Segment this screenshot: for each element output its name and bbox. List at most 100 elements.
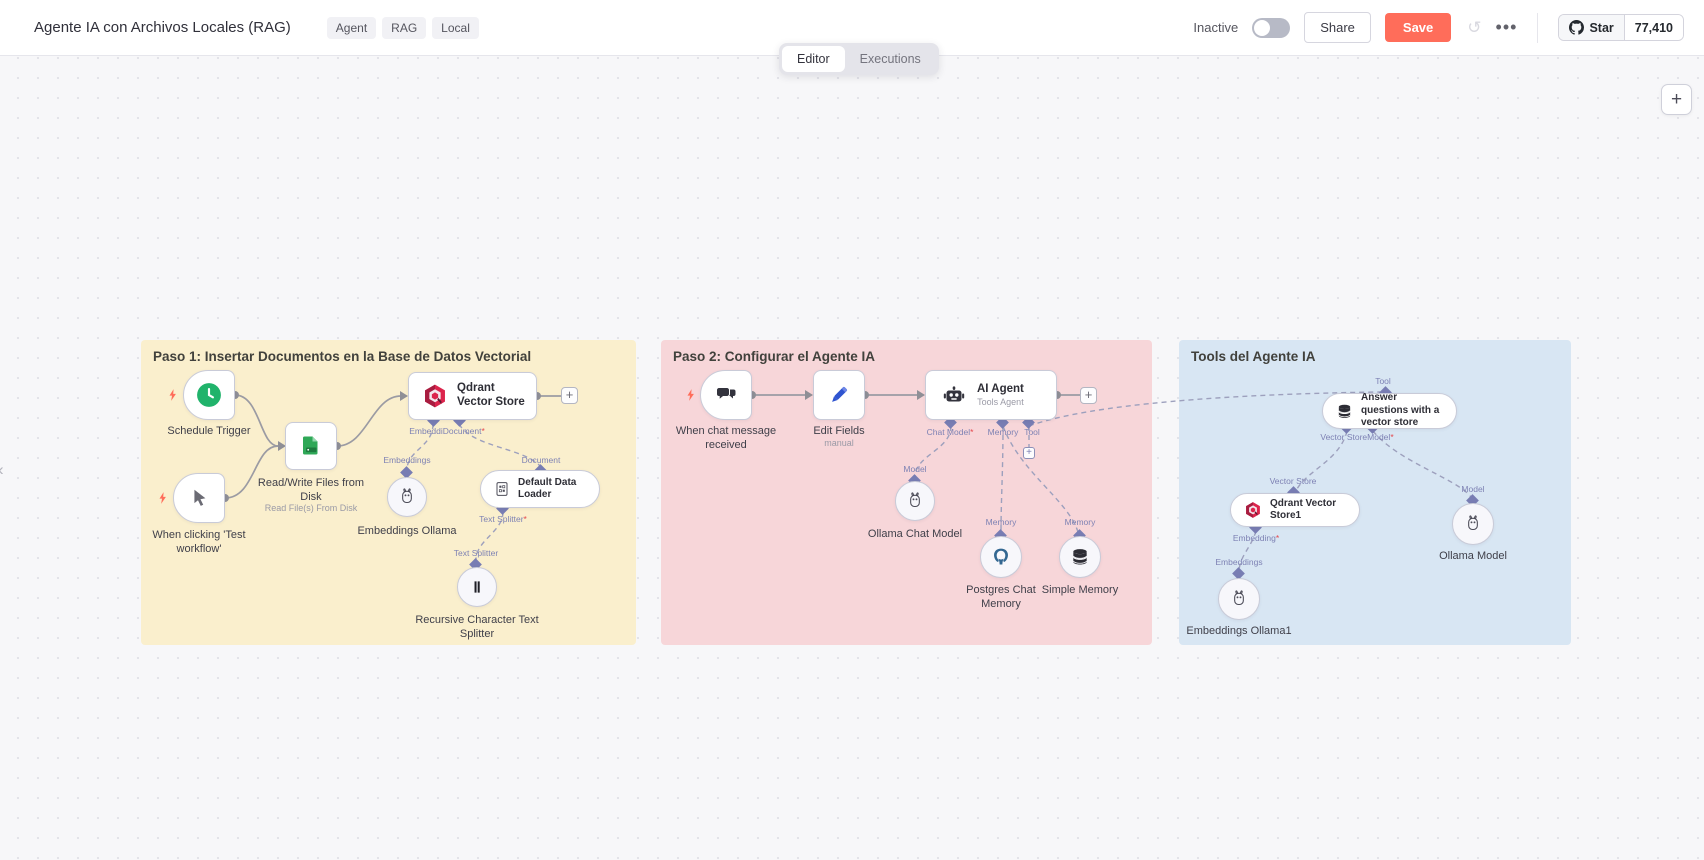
binary-document-icon xyxy=(494,481,510,497)
label-ollama-model: Ollama Model xyxy=(1439,550,1507,562)
label-read-write-files: Read/Write Files from Disk xyxy=(257,477,365,504)
node-ai-agent-subtitle: Tools Agent xyxy=(977,397,1024,408)
label-recursive-splitter: Recursive Character Text Splitter xyxy=(415,614,539,641)
llama-icon xyxy=(1463,514,1483,534)
sublabel-edit-fields: manual xyxy=(824,438,854,448)
node-simple-memory[interactable] xyxy=(1059,536,1101,578)
history-icon[interactable]: ↺ xyxy=(1467,17,1482,37)
label-embeddings-ollama: Embeddings Ollama xyxy=(357,525,457,537)
node-answer-questions-title: Answer questions with a vector store xyxy=(1361,392,1440,429)
trigger-bolt-icon xyxy=(169,389,176,401)
canvas-add-button[interactable]: + xyxy=(1661,84,1692,115)
cursor-icon xyxy=(188,487,210,509)
node-qdrant-vector-store[interactable]: Qdrant Vector Store xyxy=(408,372,537,420)
sticky-paso1-title: Paso 1: Insertar Documentos en la Base d… xyxy=(153,349,532,364)
node-chat-trigger[interactable] xyxy=(700,370,752,420)
port-label-text-splitter-required: Text Splitter* xyxy=(479,514,527,524)
node-embeddings-ollama1[interactable] xyxy=(1218,578,1260,620)
node-manual-trigger[interactable] xyxy=(173,473,225,523)
tag-agent[interactable]: Agent xyxy=(326,16,377,39)
port-label-memory-simple: Memory xyxy=(1064,517,1096,527)
label-embeddings-ollama1: Embeddings Ollama1 xyxy=(1186,625,1292,637)
llama-icon xyxy=(1229,589,1249,609)
port-label-document: Document xyxy=(521,455,561,465)
status-label: Inactive xyxy=(1193,20,1239,35)
qdrant-icon xyxy=(1244,501,1262,519)
sublabel-read-write-files: Read File(s) From Disk xyxy=(264,503,358,513)
view-tabs: Editor Executions xyxy=(779,43,939,75)
add-node-after-agent-button[interactable]: + xyxy=(1080,387,1097,404)
label-schedule-trigger: Schedule Trigger xyxy=(167,425,251,437)
sidebar-collapse-chevron[interactable]: ‹ xyxy=(0,460,4,480)
label-postgres-chat-memory: Postgres Chat Memory xyxy=(966,584,1036,611)
text-splitter-icon xyxy=(468,578,486,596)
node-recursive-splitter[interactable] xyxy=(457,567,497,607)
node-read-write-files[interactable] xyxy=(285,422,337,470)
more-options-icon[interactable]: ••• xyxy=(1495,17,1518,37)
toggle-knob xyxy=(1254,19,1271,36)
header-actions: Inactive Share Save ↺ ••• Star 77,410 xyxy=(1193,12,1684,43)
github-star-left[interactable]: Star xyxy=(1559,15,1625,40)
active-toggle[interactable] xyxy=(1252,17,1291,38)
tab-editor[interactable]: Editor xyxy=(782,46,845,72)
clock-icon xyxy=(196,382,222,408)
port-label-tool: Tool xyxy=(1024,427,1040,437)
header-divider xyxy=(1537,12,1539,43)
port-label-embeddings: Embeddings xyxy=(383,455,431,465)
github-star-widget[interactable]: Star 77,410 xyxy=(1558,14,1684,41)
port-label-answer-inputs: Vector StoreModel* xyxy=(1320,432,1394,442)
trigger-bolt-icon xyxy=(159,492,166,504)
node-default-data-loader-title: Default Data Loader xyxy=(518,476,577,501)
label-ollama-chat-model: Ollama Chat Model xyxy=(867,528,963,540)
port-label-memory-postgres: Memory xyxy=(985,517,1017,527)
add-node-after-qdrant-button[interactable]: + xyxy=(561,387,578,404)
node-ollama-chat-model[interactable] xyxy=(895,481,935,521)
trigger-bolt-icon xyxy=(687,389,694,401)
node-embeddings-ollama[interactable] xyxy=(387,477,427,517)
label-manual-trigger: When clicking 'Test workflow' xyxy=(152,529,246,556)
node-ollama-model[interactable] xyxy=(1452,503,1494,545)
port-label-memory: Memory xyxy=(987,427,1019,437)
tab-executions[interactable]: Executions xyxy=(859,52,921,66)
tag-rag[interactable]: RAG xyxy=(382,16,427,39)
database-icon xyxy=(1336,403,1353,420)
node-qdrant-vector-store-title: Qdrant Vector Store xyxy=(457,382,525,408)
node-schedule-trigger[interactable] xyxy=(183,370,235,420)
label-simple-memory: Simple Memory xyxy=(1041,584,1119,596)
node-ai-agent[interactable]: AI Agent Tools Agent xyxy=(925,370,1057,420)
node-ai-agent-title: AI Agent xyxy=(977,382,1024,395)
robot-icon xyxy=(942,383,966,407)
node-qdrant-vector-store1[interactable]: Qdrant Vector Store1 xyxy=(1230,493,1360,527)
pencil-icon xyxy=(827,383,851,407)
port-label-chat-model-required: Chat Model* xyxy=(926,427,974,437)
database-icon xyxy=(1070,547,1090,567)
port-label-embeddings2: Embeddings xyxy=(1215,557,1263,567)
llama-icon xyxy=(397,487,417,507)
node-qdrant-vector-store1-title: Qdrant Vector Store1 xyxy=(1270,497,1337,522)
tag-local[interactable]: Local xyxy=(432,16,479,39)
file-disk-icon xyxy=(299,434,323,458)
tag-list: Agent RAG Local xyxy=(326,16,479,39)
qdrant-icon xyxy=(422,383,448,409)
sticky-tools-title: Tools del Agente IA xyxy=(1191,349,1316,364)
port-label-model2: Model xyxy=(1461,484,1485,494)
llama-icon xyxy=(905,491,925,511)
add-tool-button[interactable]: + xyxy=(1023,447,1035,459)
node-default-data-loader[interactable]: Default Data Loader xyxy=(480,470,600,508)
github-icon xyxy=(1569,20,1585,35)
chat-bubbles-icon xyxy=(714,383,738,407)
sticky-paso2-title: Paso 2: Configurar el Agente IA xyxy=(673,349,876,364)
share-button[interactable]: Share xyxy=(1304,12,1371,43)
port-label-text-splitter: Text Splitter xyxy=(453,548,499,558)
port-label-vector-store: Vector Store xyxy=(1269,476,1317,486)
workflow-title[interactable]: Agente IA con Archivos Locales (RAG) xyxy=(34,19,291,36)
postgres-icon xyxy=(990,546,1012,568)
node-postgres-chat-memory[interactable] xyxy=(980,536,1022,578)
port-label-model: Model xyxy=(903,464,927,474)
label-chat-trigger: When chat message received xyxy=(675,425,777,452)
node-edit-fields[interactable] xyxy=(813,370,865,420)
save-button[interactable]: Save xyxy=(1384,13,1452,42)
port-label-embedding-required: Embedding* xyxy=(1232,533,1280,543)
node-answer-questions-tool[interactable]: Answer questions with a vector store xyxy=(1322,392,1457,429)
